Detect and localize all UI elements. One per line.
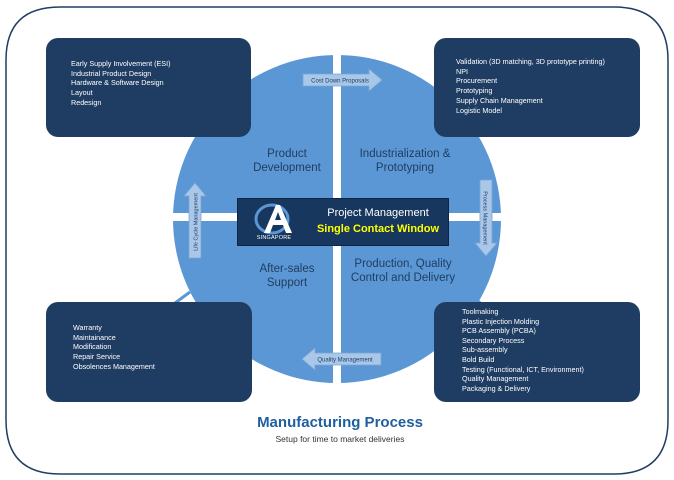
quadrant-industrialization: Industrialization & Prototyping [359,148,451,174]
project-management-box: SINGAPORE Project Management Single Cont… [237,198,449,246]
list-item: Validation (3D matching, 3D prototype pr… [456,57,605,66]
list-bottom-right: Toolmaking Plastic Injection Molding PCB… [462,307,638,393]
arrow-process-management: Process Management [474,179,498,257]
list-item: Procurement [456,76,498,86]
list-item: Modification [73,342,112,352]
company-logo [254,203,292,235]
list-item: Early Supply Involvement (ESI) [71,59,171,68]
box-bottom-right [434,302,640,402]
list-item: Logistic Model [456,105,502,115]
list-top-left: Early Supply Involvement (ESI) Industria… [71,59,246,108]
list-item: Supply Chain Management [456,95,543,105]
list-item: NPI [456,66,468,76]
list-item: Prototyping [456,86,493,96]
list-item: PCB Assembly (PCBA) [462,326,536,336]
list-item: Layout [71,88,93,98]
logo-text: SINGAPORE [256,235,292,241]
quadrant-product-development: Product Development [253,148,321,174]
arrow-quality-management-label: Quality Management [317,358,373,364]
center-title: Project Management [327,207,429,219]
list-item: Repair Service [73,352,121,362]
list-bottom-left: Warranty Maintainance Modification Repai… [73,323,248,372]
list-item: Secondary Process [462,335,525,345]
box-top-left [46,38,251,137]
page-subtitle: Setup for time to market deliveries [275,434,405,444]
list-item: Industrial Product Design [71,68,152,78]
arrow-cost-down: Cost Down Proposals [302,68,383,92]
list-item: Testing (Functional, ICT, Environment) [462,364,584,374]
arrow-life-cycle-label: Life Cycle Management [194,193,200,251]
list-item: Sub-assembly [462,345,508,355]
list-item: Warranty [73,323,102,332]
quadrant-after-sales: After-sales Support [259,263,315,289]
connector-bottom-right [462,284,482,305]
list-item: Toolmaking [462,307,499,316]
quadrant-production: Production, Quality Control and Delivery [350,258,456,284]
list-item: Bold Build [462,354,495,364]
arrow-process-management-label: Process Management [482,191,488,245]
list-item: Packaging & Delivery [462,383,531,393]
center-subtitle: Single Contact Window [316,223,440,235]
list-item: Obsolences Management [73,361,155,371]
list-item: Hardware & Software Design [71,78,164,88]
connector-top-right [419,98,437,114]
connector-bottom-left [174,290,191,305]
box-top-right [434,38,640,137]
arrow-cost-down-label: Cost Down Proposals [311,79,369,85]
arrow-life-cycle: Life Cycle Management [183,182,207,259]
list-item: Plastic Injection Molding [462,316,540,326]
arrow-quality-management: Quality Management [301,347,382,371]
list-item: Maintainance [73,332,116,342]
list-item: Redesign [71,97,102,107]
list-item: Quality Management [462,374,529,384]
box-bottom-left [46,302,252,402]
list-top-right: Validation (3D matching, 3D prototype pr… [456,57,638,115]
page-title: Manufacturing Process [257,414,423,431]
